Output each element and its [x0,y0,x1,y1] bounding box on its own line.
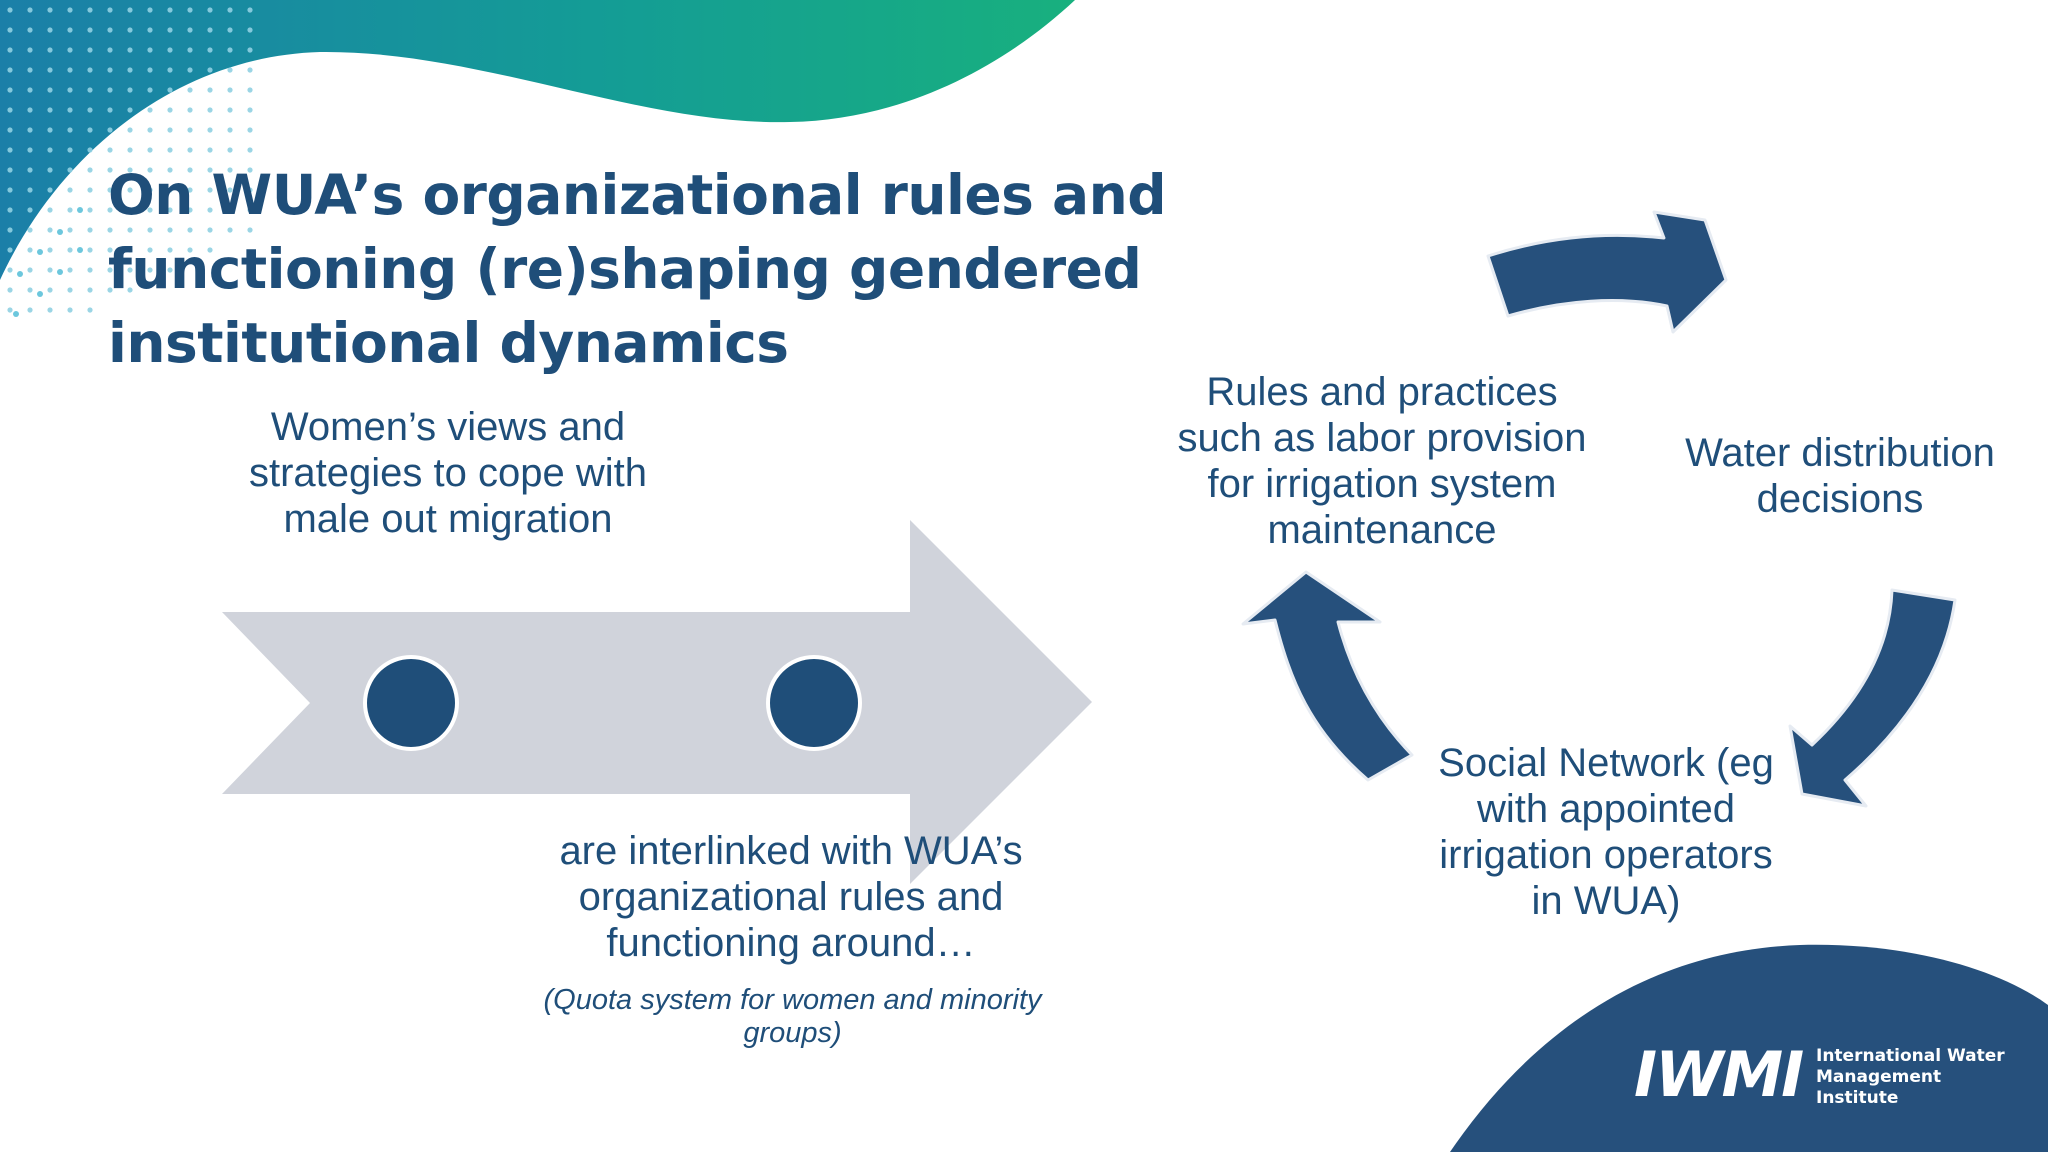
arrow-milestone-1 [363,655,459,751]
iwmi-logo-name: International Water Management Institute [1816,1046,2005,1108]
cycle-arrow-left [1241,570,1414,782]
dot-trail-decoration [13,207,83,317]
arrow-bottom-text: are interlinked with WUA’s organizationa… [559,829,1023,965]
iwmi-logo-mark: IWMI [1634,1038,1804,1111]
cycle-item-water: Water distribution decisions [1685,431,1995,521]
cycle-item-rules: Rules and practices such as labor provis… [1177,370,1587,552]
cycle-arrow-top [1486,210,1728,334]
slide-title: On WUA’s organizational rules and functi… [108,163,1167,375]
cycle-item-social: Social Network (eg with appointed irriga… [1438,741,1774,923]
quota-note: (Quota system for women and minority gro… [543,984,1042,1049]
arrow-milestone-2 [766,655,862,751]
cycle-arrow-right [1788,588,1957,808]
logo-backdrop [1450,944,2048,1152]
process-arrow [222,520,1092,884]
teal-wave-decoration [0,0,1075,280]
arrow-top-text: Women’s views and strategies to cope wit… [249,405,647,541]
